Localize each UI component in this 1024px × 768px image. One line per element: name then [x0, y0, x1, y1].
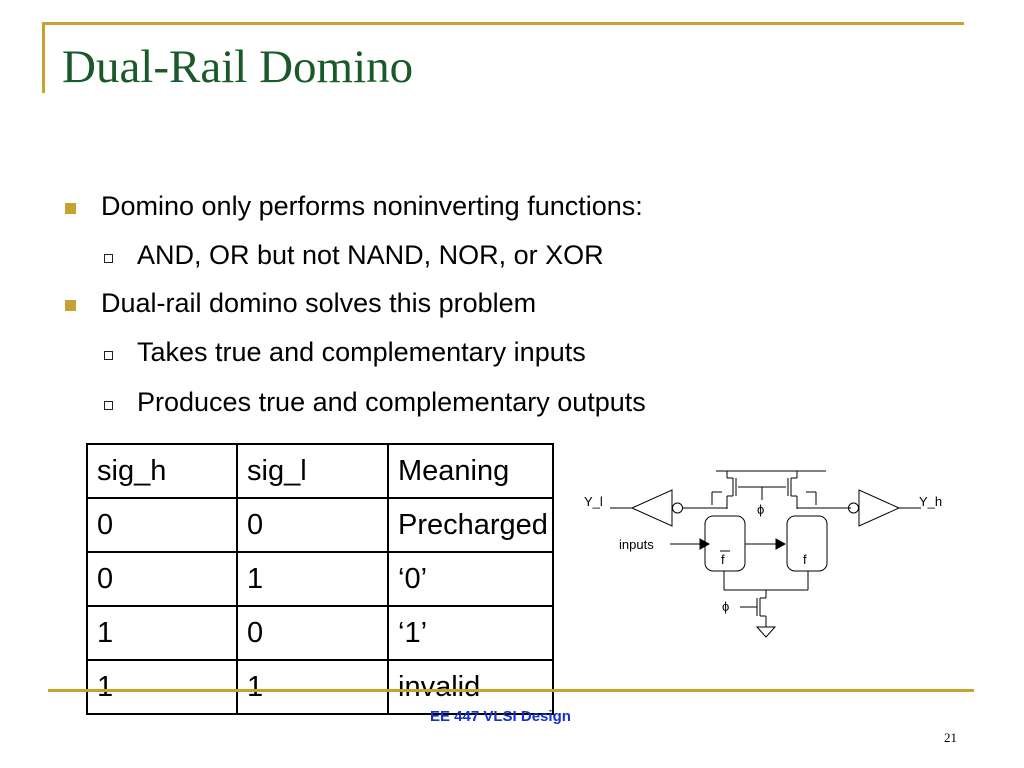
- inverter-y-h: [858, 489, 901, 527]
- table-cell: 0: [236, 497, 389, 553]
- sub-bullet-marker: [104, 254, 113, 263]
- table-cell: 0: [236, 605, 389, 661]
- sub-bullet-item: AND, OR but not NAND, NOR, or XOR: [137, 240, 604, 270]
- label-f-bar: f: [721, 552, 725, 567]
- table-cell: 1: [236, 551, 389, 607]
- signal-encoding-table: sig_h sig_l Meaning 0 0 Precharged 0 1 ‘…: [86, 443, 554, 715]
- inverter-y-l: [630, 489, 673, 527]
- f-block: [786, 515, 828, 572]
- table-cell: 0: [86, 551, 238, 607]
- label-phi-precharge: ϕ: [757, 502, 764, 517]
- label-f: f: [803, 552, 807, 567]
- bullet-marker: [65, 203, 76, 214]
- frame-left-rule: [42, 22, 45, 93]
- sub-bullet-marker: [104, 401, 113, 410]
- table-header-row: sig_h sig_l Meaning: [86, 443, 554, 499]
- sub-bullet-item: Takes true and complementary inputs: [137, 337, 586, 367]
- table-row: 0 0 Precharged: [86, 497, 554, 553]
- label-phi-foot: ϕ: [722, 599, 729, 614]
- label-y-l: Y_l: [584, 494, 603, 509]
- f-bar-block: [704, 515, 746, 572]
- table-cell: 0: [86, 497, 238, 553]
- table-cell: 1: [236, 659, 389, 715]
- table-row: 0 1 ‘0’: [86, 551, 554, 607]
- table-row: 1 0 ‘1’: [86, 605, 554, 661]
- table-row: 1 1 invalid: [86, 659, 554, 715]
- bullet-item: Domino only performs noninverting functi…: [101, 191, 643, 221]
- table-header-cell: Meaning: [387, 443, 554, 499]
- bullet-item: Dual-rail domino solves this problem: [101, 288, 537, 318]
- table-cell: 1: [86, 605, 238, 661]
- course-name: EE 447 VLSI Design: [430, 708, 571, 725]
- sub-bullet-item: Produces true and complementary outputs: [137, 387, 646, 417]
- bullet-marker: [65, 300, 76, 311]
- label-inputs: inputs: [619, 537, 654, 552]
- table-header-cell: sig_h: [86, 443, 238, 499]
- table-cell: invalid: [387, 659, 554, 715]
- dual-rail-domino-schematic: Y_l Y_h inputs ϕ ϕ f f: [584, 470, 942, 638]
- frame-top-rule: [42, 22, 964, 25]
- sub-bullet-marker: [104, 351, 113, 360]
- page-number: 21: [944, 730, 957, 745]
- ground-symbol: [755, 626, 777, 638]
- slide-title: Dual-Rail Domino: [62, 41, 414, 93]
- label-y-h: Y_h: [919, 494, 942, 509]
- table-cell: Precharged: [387, 497, 554, 553]
- table-cell: ‘1’: [387, 605, 554, 661]
- table-cell: ‘0’: [387, 551, 554, 607]
- table-header-cell: sig_l: [236, 443, 389, 499]
- bullet-list: Domino only performs noninverting functi…: [65, 191, 646, 417]
- footer-rule: [48, 689, 974, 692]
- table-cell: 1: [86, 659, 238, 715]
